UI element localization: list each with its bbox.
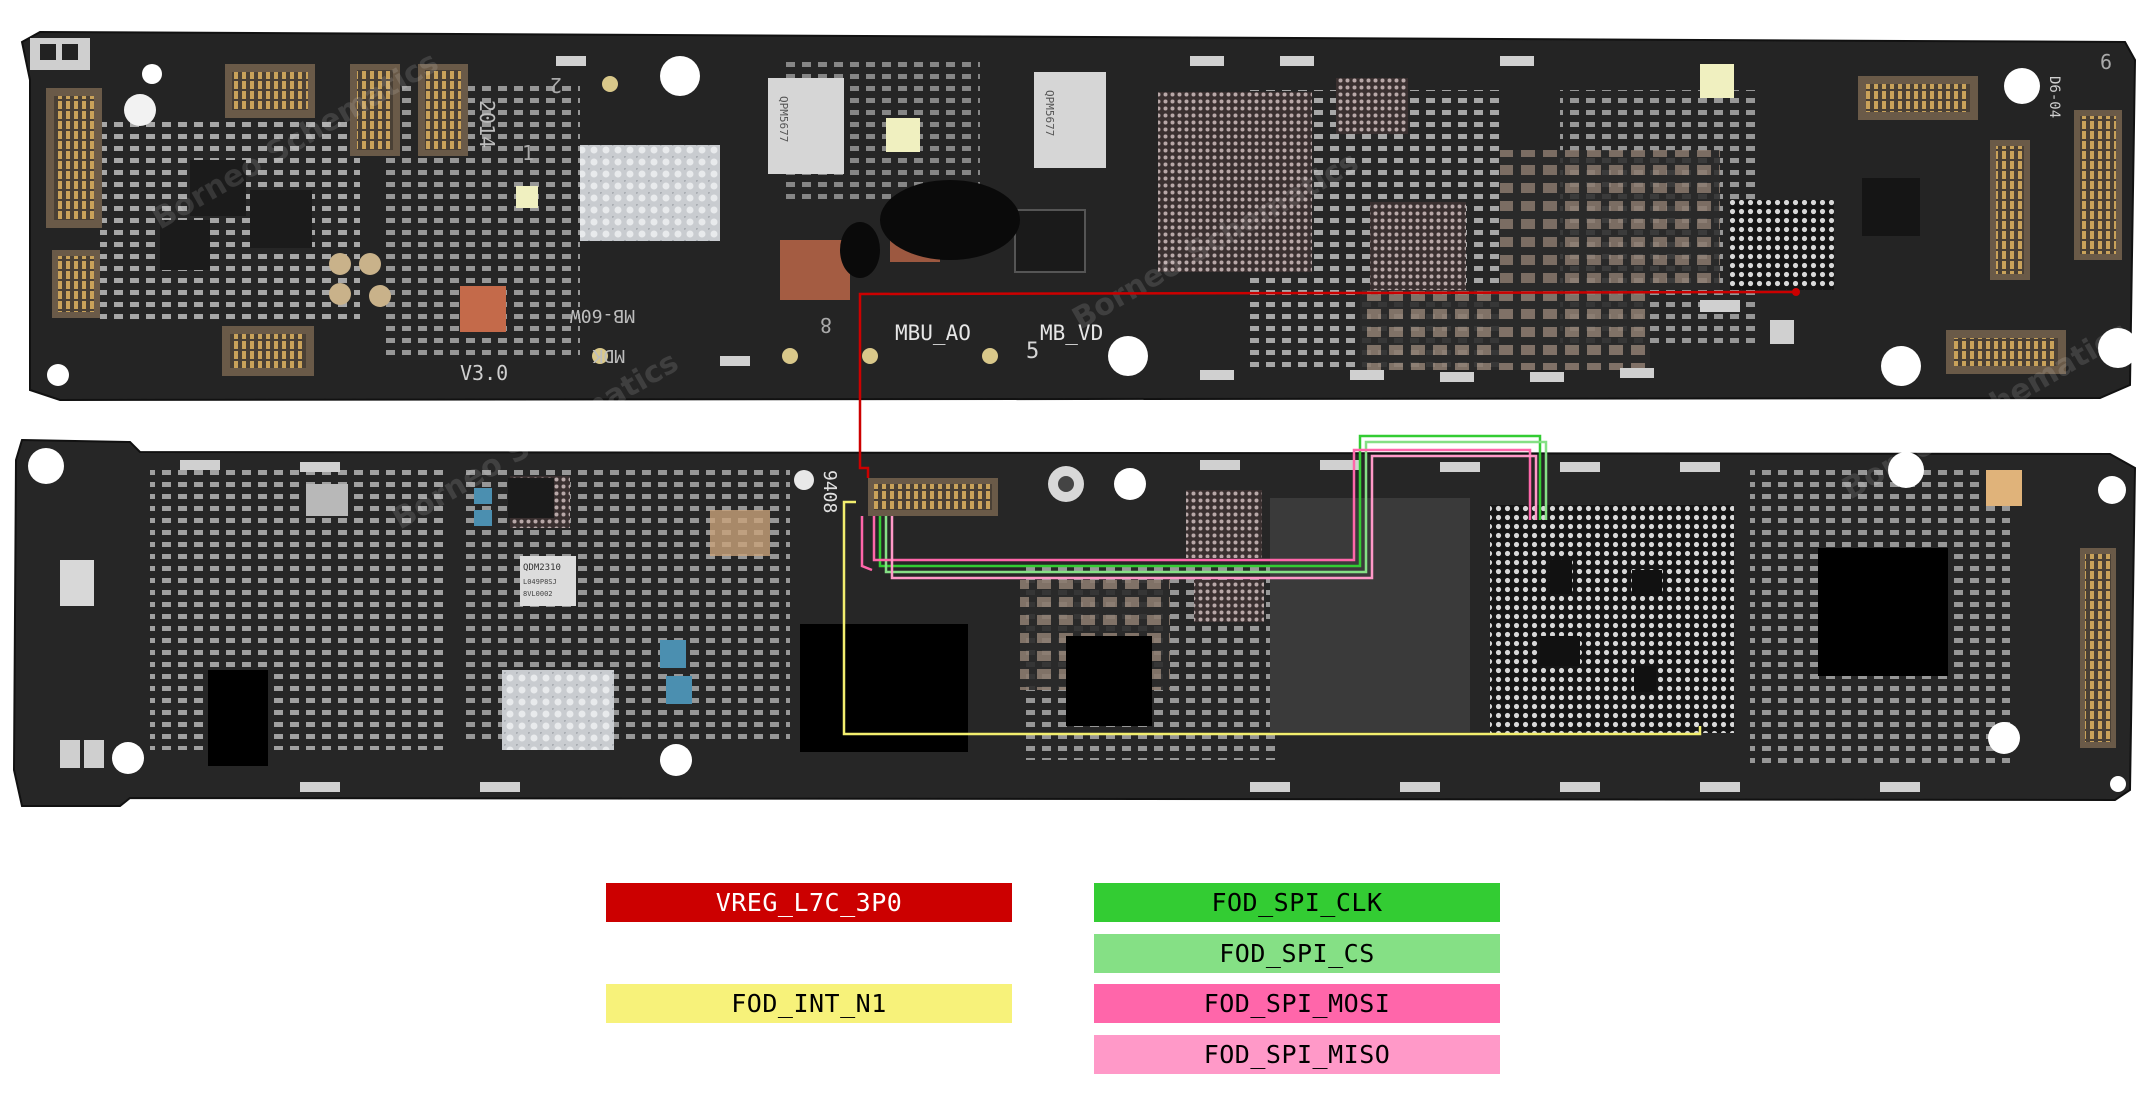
legend-label: FOD_SPI_CS xyxy=(1219,939,1375,968)
ic-black-top xyxy=(1014,209,1086,273)
mount-hole-top-2 xyxy=(1108,336,1148,376)
legend-label: FOD_INT_N1 xyxy=(731,989,887,1018)
legend-fod-spi-clk: FOD_SPI_CLK xyxy=(1094,883,1500,922)
legend-label: FOD_SPI_MOSI xyxy=(1203,989,1391,1018)
legend-fod-spi-mosi: FOD_SPI_MOSI xyxy=(1094,984,1500,1023)
rf-chip-2 xyxy=(1034,72,1106,168)
year-label: 2014 xyxy=(475,100,499,148)
copper-pad-top xyxy=(460,286,506,332)
legend-fod-spi-cs: FOD_SPI_CS xyxy=(1094,934,1500,973)
signal-traces xyxy=(842,288,1800,736)
d6-label: D6-04 xyxy=(2046,76,2062,118)
shield-can-bottom xyxy=(502,670,614,750)
digit-5-label: 5 xyxy=(1026,339,1039,364)
mb-60w-label: MB-60W xyxy=(570,305,635,326)
trace-fod-spi-mosi xyxy=(872,448,1532,562)
rf-chip-1-label: QPM5677 xyxy=(777,96,790,142)
digit-2-label: 2 xyxy=(550,73,562,97)
legend-fod-spi-miso: FOD_SPI_MISO xyxy=(1094,1035,1500,1074)
trace-fod-spi-miso xyxy=(890,454,1538,580)
ic-right-top xyxy=(1862,178,1920,236)
rf-chip-1 xyxy=(768,78,844,174)
trace-fod-int-n1 xyxy=(842,500,1702,736)
qdm-chip-line3: 8VL0002 xyxy=(523,590,553,598)
legend-label: FOD_SPI_CLK xyxy=(1211,888,1383,917)
qdm-chip-label: QDM2310 xyxy=(523,563,561,573)
bga-small-top xyxy=(1370,202,1466,290)
legend-label: FOD_SPI_MISO xyxy=(1203,1040,1391,1069)
digit-9-label: 9 xyxy=(2100,49,2112,73)
legend-vreg-l7c-3p0: VREG_L7C_3P0 xyxy=(606,883,1012,922)
rf-chip-2-label: QPM5677 xyxy=(1043,90,1056,136)
memory-chip xyxy=(1270,498,1470,732)
black-ic-3 xyxy=(1818,548,1948,676)
black-ic-4 xyxy=(208,670,268,766)
bga-right-top xyxy=(1730,200,1834,290)
shield-can-top xyxy=(580,145,720,241)
black-ic-2 xyxy=(1066,636,1152,726)
legend-label: VREG_L7C_3P0 xyxy=(715,888,903,917)
mb-vd-label: MB_VD xyxy=(1040,321,1103,345)
trace-fod-spi-clk xyxy=(878,434,1542,568)
mount-hole-top-1 xyxy=(660,56,700,96)
bga-pmic-top xyxy=(1158,92,1312,272)
qdm-chip xyxy=(520,556,576,606)
legend-fod-int-n1: FOD_INT_N1 xyxy=(606,984,1012,1023)
connector-ref-label: 9408 xyxy=(819,470,840,513)
mdk-label: MDK xyxy=(592,345,625,366)
bga-soc xyxy=(1490,505,1734,733)
top-board: 2014 V3.0 MBU_AO MB_VD MB-60W MDK 5 2 1 … xyxy=(20,30,2138,402)
digit-1-label: 1 xyxy=(522,141,534,165)
trace-vreg-l7c-3p0 xyxy=(858,290,1797,478)
version-label: V3.0 xyxy=(460,361,508,385)
digit-8-label: 8 xyxy=(820,313,832,337)
trace-fod-spi-cs xyxy=(884,440,1548,574)
corner-tab-left xyxy=(30,38,90,70)
bottom-board: QDM2310 L049P8SJ 8VL0002 xyxy=(12,438,2137,807)
mount-hole-bottom-1 xyxy=(28,448,64,484)
burnt-area xyxy=(880,180,1020,260)
qdm-chip-line2: L049P8SJ xyxy=(523,578,557,586)
black-ic-1 xyxy=(800,624,968,752)
mbu-ao-label: MBU_AO xyxy=(895,321,971,345)
